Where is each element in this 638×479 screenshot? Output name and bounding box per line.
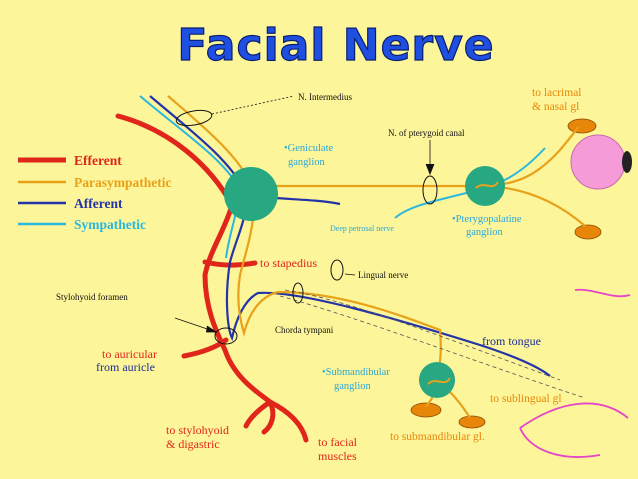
legend-sympathetic: Sympathetic [74, 217, 146, 232]
pointer-ellipses [175, 109, 438, 345]
label-submandibular-2: ganglion [334, 381, 371, 392]
tongue-outline [519, 288, 631, 458]
synapse-mark-2 [427, 377, 451, 385]
label-chorda-tympani: Chorda tympani [275, 325, 334, 335]
label-stapedius: to stapedius [260, 256, 317, 270]
eye-cornea [622, 151, 632, 173]
leader-lines [174, 95, 435, 333]
label-from-tongue: from tongue [482, 334, 541, 348]
submandibular-ganglion [419, 362, 455, 398]
lingual-nerve-dashed-2 [279, 295, 586, 399]
label-stylohyoid-1: to stylohyoid [166, 423, 229, 437]
label-pterygopalatine-1: •Pterygopalatine [452, 214, 522, 225]
submandibular-gland-2 [458, 415, 486, 429]
legend-efferent: Efferent [74, 153, 122, 168]
label-auricular-1: to auricular [102, 347, 157, 361]
nasal-gland [574, 224, 602, 240]
label-geniculate-1: •Geniculate [284, 143, 333, 154]
efferent-nerve [115, 113, 309, 443]
lacrimal-gland [567, 118, 597, 134]
label-facial-2: muscles [318, 449, 357, 463]
label-submandibular-1: •Submandibular [322, 367, 390, 378]
label-geniculate-2: ganglion [288, 157, 325, 168]
label-n-pterygoid-canal: N. of pterygoid canal [388, 128, 465, 138]
geniculate-ganglion [224, 167, 278, 221]
label-lacrimal-1: to lacrimal [532, 87, 582, 99]
diagram-title: Facial Nerve [177, 20, 494, 71]
label-stylohyoid-foramen: Stylohyoid foramen [56, 292, 128, 302]
label-facial-1: to facial [318, 435, 358, 449]
label-stylohyoid-2: & digastric [166, 437, 220, 451]
label-pterygopalatine-2: ganglion [466, 227, 503, 238]
synapse-mark-1 [475, 181, 499, 189]
legend-afferent: Afferent [74, 196, 123, 211]
label-submandibular-gl: to submandibular gl. [390, 431, 485, 443]
label-lingual-nerve: Lingual nerve [358, 270, 408, 280]
label-sublingual: to sublingual gl [490, 393, 562, 405]
label-lacrimal-2: & nasal gl [532, 101, 579, 113]
eye-shape [570, 134, 626, 190]
submandibular-gland [410, 402, 442, 418]
label-auricular-2: from auricle [96, 360, 155, 374]
label-deep-petrosal: Deep petrosal nerve [330, 224, 394, 233]
label-n-intermedius: N. Intermedius [298, 92, 352, 102]
legend-parasympathetic: Parasympathetic [74, 175, 171, 190]
